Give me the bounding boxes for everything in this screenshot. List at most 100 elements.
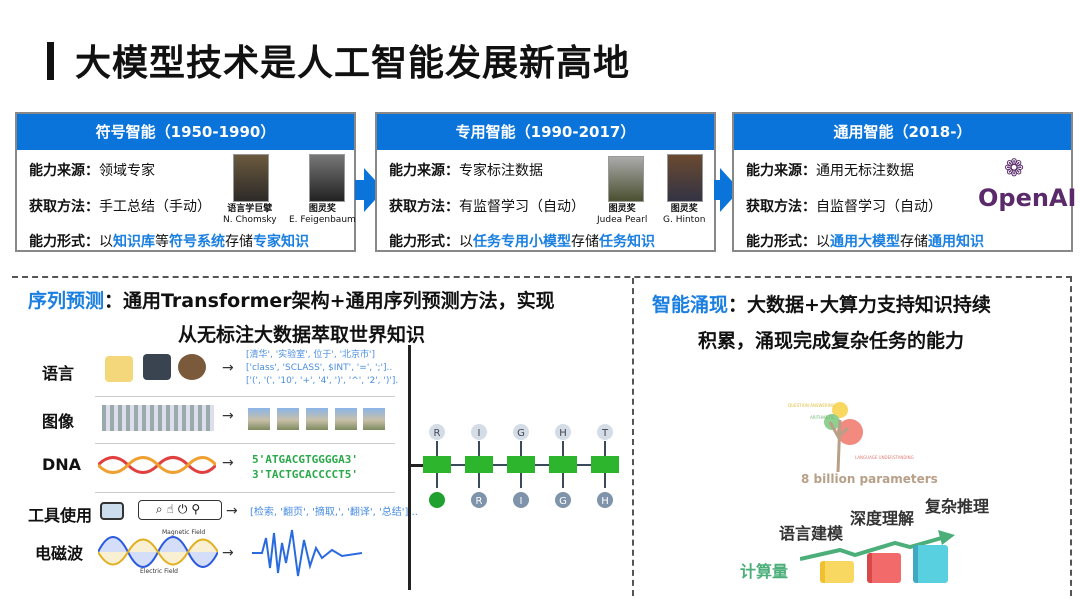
openai-logo: OpenAI xyxy=(978,184,1077,212)
tool-tokens: [检索, '翻页', '摘取,', '翻译', '总结']... xyxy=(250,507,418,518)
openai-knot-icon: ❁ xyxy=(1004,154,1025,182)
bracket-line xyxy=(408,345,411,590)
rnn-input-node xyxy=(597,492,613,508)
photo-feigenbaum xyxy=(309,154,345,202)
wave-label: Magnetic Field xyxy=(162,529,206,536)
era-method: 获取方法：有监督学习（自动） xyxy=(389,199,585,215)
math-icon xyxy=(178,354,206,380)
sequence-prediction-heading-line2: 从无标注大数据萃取世界知识 xyxy=(178,324,426,346)
compute-bar-small xyxy=(820,561,854,583)
wave-label: Electric Field xyxy=(140,568,178,575)
era-source: 能力来源：领域专家 xyxy=(29,163,155,179)
rnn-cell xyxy=(507,456,535,473)
era-form: 能力形式：以知识库等符号系统存储专家知识 xyxy=(29,234,309,250)
panel-divider xyxy=(632,278,634,596)
code-icon xyxy=(143,354,171,380)
image-thumbnail xyxy=(335,408,357,430)
skill-deep-understanding: 深度理解 xyxy=(850,509,915,528)
row-label-language: 语言 xyxy=(42,364,75,383)
image-thumbnail xyxy=(277,408,299,430)
tool-actions-icons: ⌕☝⏻⚲ xyxy=(138,500,222,520)
era-source: 能力来源：通用无标注数据 xyxy=(746,163,914,179)
arrow-icon: → xyxy=(222,360,234,376)
rnn-cell xyxy=(591,456,619,473)
tree-label: LANGUAGE UNDERSTANDING xyxy=(855,455,914,460)
rnn-output-token: T xyxy=(601,428,609,439)
rnn-output-node xyxy=(555,424,571,440)
arrow-icon: → xyxy=(222,455,234,471)
hangouts-quote-icon xyxy=(429,492,445,508)
rnn-output-node xyxy=(471,424,487,440)
em-wave-icon xyxy=(98,536,218,568)
row-separator xyxy=(95,492,395,493)
era-source: 能力来源：专家标注数据 xyxy=(389,163,543,179)
tree-label: ARITHMETIC xyxy=(810,415,835,420)
rnn-output-token: H xyxy=(559,428,567,439)
arrow-icon: → xyxy=(222,545,234,561)
era-header: 通用智能（2018-） xyxy=(734,114,1071,150)
rnn-cell xyxy=(549,456,577,473)
photo-pearl xyxy=(608,156,644,202)
arrow-right-icon xyxy=(714,180,724,200)
tree-icon xyxy=(824,402,863,473)
title-bar-accent xyxy=(47,42,54,80)
era-card-symbolic: 符号智能（1950-1990） 能力来源：领域专家 获取方法：手工总结（手动） … xyxy=(15,112,356,252)
lower-panel-border xyxy=(12,276,1072,596)
skill-language-modeling: 语言建模 xyxy=(779,524,844,543)
rnn-input-node xyxy=(513,492,529,508)
sequence-prediction-heading: 序列预测：通用Transformer架构+通用序列预测方法，实现 xyxy=(28,290,555,312)
dna-sequence: 5'ATGACGTGGGGA3'3'TACTGCACCCCT5' xyxy=(252,453,358,481)
skill-complex-reasoning: 复杂推理 xyxy=(925,497,990,516)
row-label-tool-use: 工具使用 xyxy=(28,506,93,525)
arrow-icon: → xyxy=(226,503,238,519)
params-label: 8 billion parameters xyxy=(801,472,938,486)
arrow-icon: → xyxy=(222,408,234,424)
rnn-output-token: I xyxy=(478,428,481,439)
rnn-cell xyxy=(423,456,451,473)
era-form: 能力形式：以通用大模型存储通用知识 xyxy=(746,234,984,250)
era-header: 专用智能（1990-2017） xyxy=(377,114,714,150)
tree-label: QUESTION ANSWERING xyxy=(788,403,835,408)
rnn-input-token: H xyxy=(601,496,609,507)
laptop-icon xyxy=(100,502,124,520)
image-thumbnail xyxy=(306,408,328,430)
page-title: 大模型技术是人工智能发展新高地 xyxy=(75,43,631,84)
rnn-input-token: G xyxy=(559,496,567,507)
era-header: 符号智能（1950-1990） xyxy=(17,114,354,150)
era-method: 获取方法：自监督学习（自动） xyxy=(746,199,942,215)
era-card-general: 通用智能（2018-） 能力来源：通用无标注数据 获取方法：自监督学习（自动） … xyxy=(732,112,1077,252)
language-tokens: [清华', '实验室', 位于', '北京市']['class', 'SCLAS… xyxy=(246,350,399,386)
rnn-output-node xyxy=(513,424,529,440)
era-method: 获取方法：手工总结（手动） xyxy=(29,199,211,215)
rnn-input-node xyxy=(555,492,571,508)
rnn-output-node xyxy=(429,424,445,440)
photo-hinton xyxy=(667,154,703,202)
rnn-input-node xyxy=(471,492,487,508)
compute-bar-medium xyxy=(867,553,901,583)
row-label-dna: DNA xyxy=(42,455,82,474)
image-patches xyxy=(102,405,214,431)
rnn-cell xyxy=(465,456,493,473)
rnn-output-token: R xyxy=(434,428,441,439)
compute-label: 计算量 xyxy=(740,562,789,581)
compute-bar-large xyxy=(913,545,948,583)
emergence-heading: 智能涌现：大数据+大算力支持知识持续 xyxy=(652,294,991,316)
era-card-specialized: 专用智能（1990-2017） 能力来源：专家标注数据 获取方法：有监督学习（自… xyxy=(375,112,716,252)
row-separator xyxy=(95,443,395,444)
notepad-icon xyxy=(105,356,133,382)
rnn-output-token: G xyxy=(517,428,525,439)
bracket-connector xyxy=(410,464,424,467)
rnn-input-token: R xyxy=(476,496,483,507)
image-thumbnail xyxy=(248,408,270,430)
emergence-heading-line2: 积累，涌现完成复杂任务的能力 xyxy=(698,330,965,352)
era-form: 能力形式：以任务专用小模型存储任务知识 xyxy=(389,234,655,250)
row-label-image: 图像 xyxy=(42,412,75,431)
photo-chomsky xyxy=(233,154,269,202)
row-separator xyxy=(95,396,395,397)
image-thumbnail xyxy=(363,408,385,430)
